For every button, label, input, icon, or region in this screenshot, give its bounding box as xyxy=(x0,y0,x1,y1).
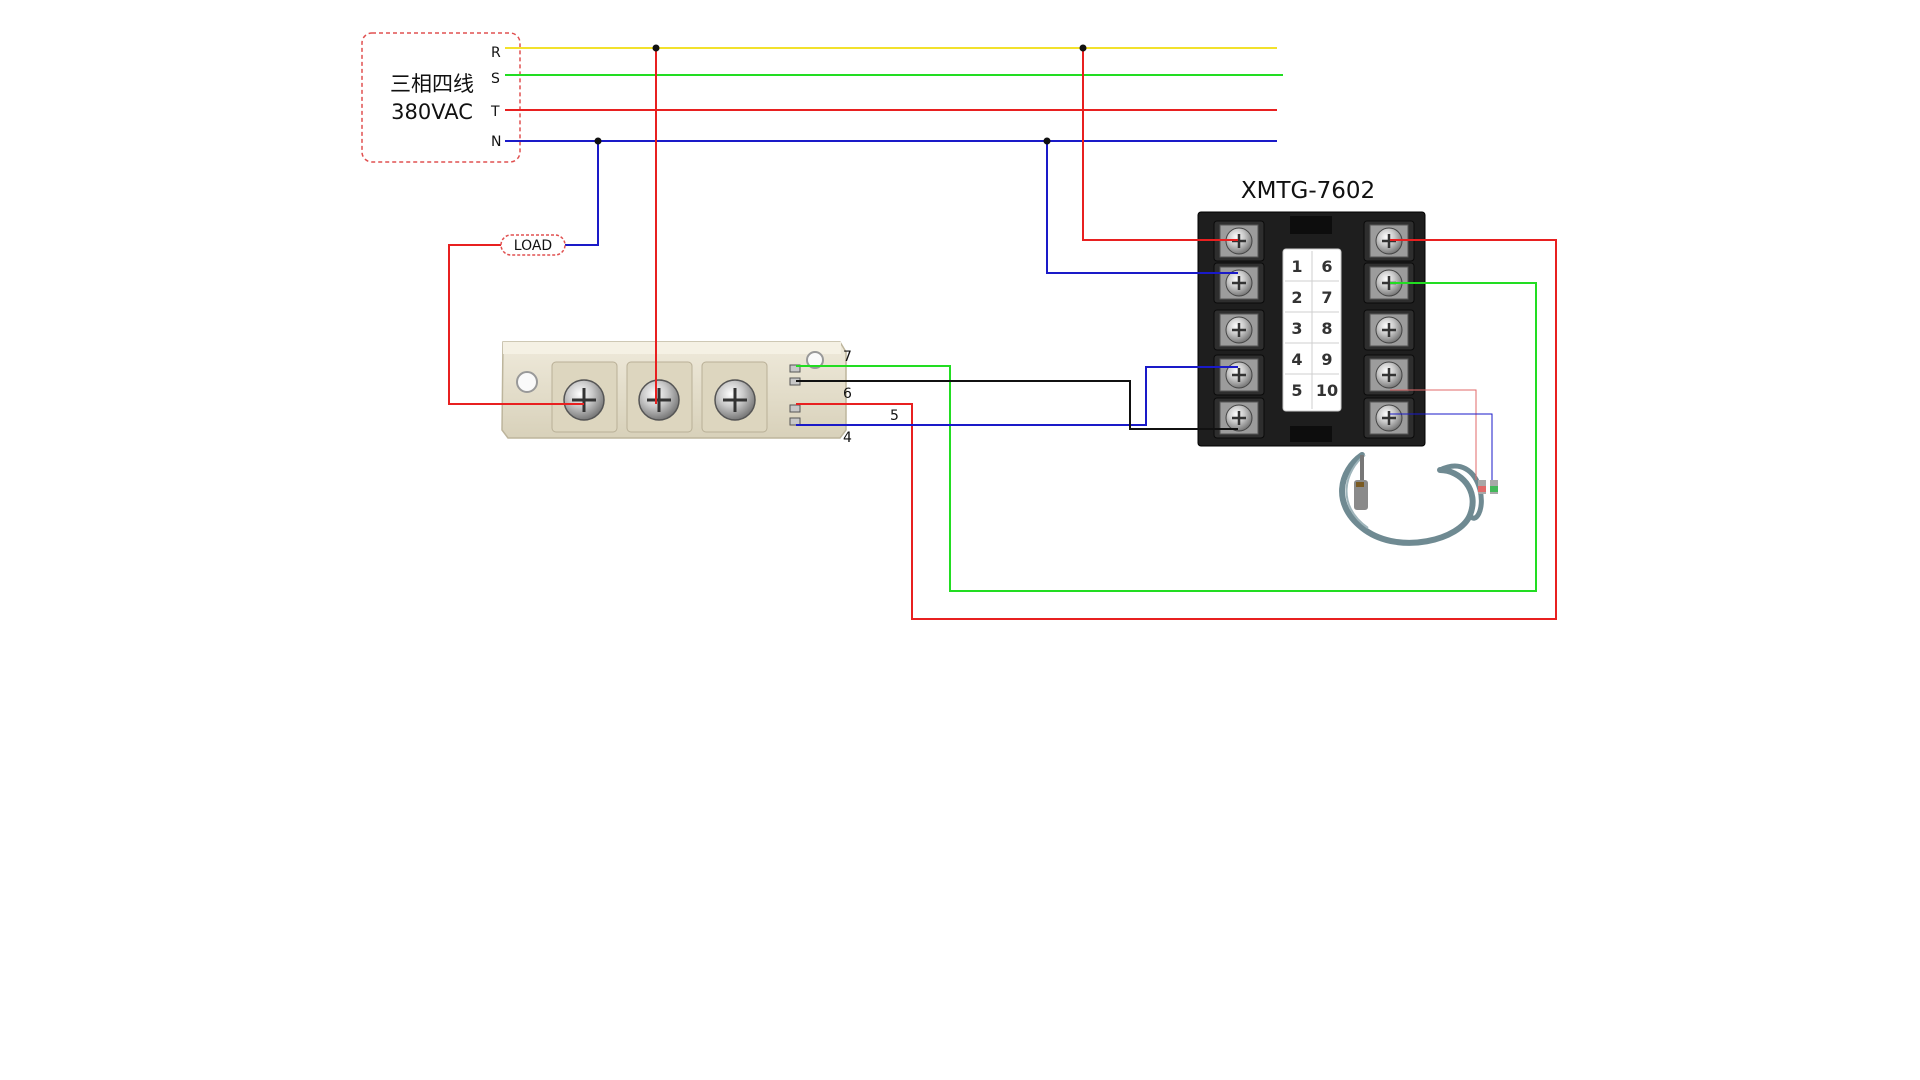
temperature-controller: XMTG-7602 1 2 3 4 5 6 7 8 9 10 xyxy=(1197,178,1426,447)
thermocouple-probe xyxy=(1339,452,1498,546)
wire-load-to-ssr xyxy=(448,244,584,405)
controller-screw-9 xyxy=(1363,354,1415,396)
source-label-line1: 三相四线 xyxy=(390,72,474,96)
controller-title: XMTG-7602 xyxy=(1241,178,1375,204)
wire-terminal-4-to-ssr-pin-4 xyxy=(796,366,1238,426)
ssr-pin-label-5: 5 xyxy=(890,408,899,424)
controller-screw-4 xyxy=(1213,354,1265,396)
junction-n-load xyxy=(594,137,602,145)
controller-screw-6 xyxy=(1363,220,1415,262)
wire-probe-red-to-terminal-9 xyxy=(1390,389,1477,480)
controller-terminal-screws xyxy=(1213,220,1415,439)
load-label: LOAD xyxy=(514,238,552,254)
terminal-label-4: 4 xyxy=(1291,350,1302,369)
terminal-label-7: 7 xyxy=(1321,288,1332,307)
junction-dots xyxy=(594,44,1087,145)
phase-label-s: S xyxy=(491,71,500,87)
source-label-line2: 380VAC xyxy=(391,100,473,124)
terminal-label-3: 3 xyxy=(1291,319,1302,338)
terminal-label-9: 9 xyxy=(1321,350,1332,369)
terminal-label-5: 5 xyxy=(1291,381,1302,400)
module-screw-3 xyxy=(714,379,756,421)
terminal-label-8: 8 xyxy=(1321,319,1332,338)
mount-hole-left xyxy=(516,371,538,393)
controller-screw-8 xyxy=(1363,309,1415,351)
controller-screw-2 xyxy=(1213,262,1265,304)
wire-probe-blue-to-terminal-10 xyxy=(1390,413,1493,480)
controller-screw-7 xyxy=(1363,262,1415,304)
phase-label-t: T xyxy=(490,104,500,120)
ssr-pin-label-4: 4 xyxy=(843,430,852,446)
load-element: LOAD xyxy=(500,234,566,256)
bus-lines xyxy=(505,47,1283,142)
wire-n-to-terminal-2 xyxy=(1046,141,1238,274)
wire-n-to-load xyxy=(565,141,599,246)
wire-r-to-terminal-1 xyxy=(1082,48,1238,241)
junction-n-controller xyxy=(1043,137,1051,145)
ssr-pin-label-6: 6 xyxy=(843,386,852,402)
wire-terminal-7-to-ssr-pin-7 xyxy=(796,282,1537,592)
wire-terminal-5-to-ssr-pin-6 xyxy=(796,380,1238,430)
junction-r-controller xyxy=(1079,44,1087,52)
probe-lead-red xyxy=(1478,480,1486,494)
mount-hole-right xyxy=(806,351,824,369)
wires xyxy=(448,48,1557,620)
terminal-label-2: 2 xyxy=(1291,288,1302,307)
terminal-label-6: 6 xyxy=(1321,257,1332,276)
module-screw-1 xyxy=(563,379,605,421)
probe-lead-green xyxy=(1490,480,1498,494)
terminal-label-1: 1 xyxy=(1291,257,1302,276)
phase-label-n: N xyxy=(491,134,501,150)
phase-label-r: R xyxy=(491,45,501,61)
controller-screw-5 xyxy=(1213,397,1265,439)
ssr-pin-4 xyxy=(789,417,801,426)
wire-terminal-6-to-ssr-pin-5 xyxy=(796,239,1557,620)
ssr-pin-label-7: 7 xyxy=(843,349,852,365)
ssr-pin-7 xyxy=(789,364,801,373)
terminal-label-10: 10 xyxy=(1316,381,1338,400)
controller-screw-10 xyxy=(1363,397,1415,439)
junction-r-ssr xyxy=(652,44,660,52)
controller-screw-1 xyxy=(1213,220,1265,262)
ssr-pin-5 xyxy=(789,404,801,413)
power-source-box: 三相四线 380VAC R S T N xyxy=(361,32,521,163)
module-screw-2 xyxy=(638,379,680,421)
solid-state-relay-module: 7 6 5 4 xyxy=(501,341,899,446)
controller-screw-3 xyxy=(1213,309,1265,351)
